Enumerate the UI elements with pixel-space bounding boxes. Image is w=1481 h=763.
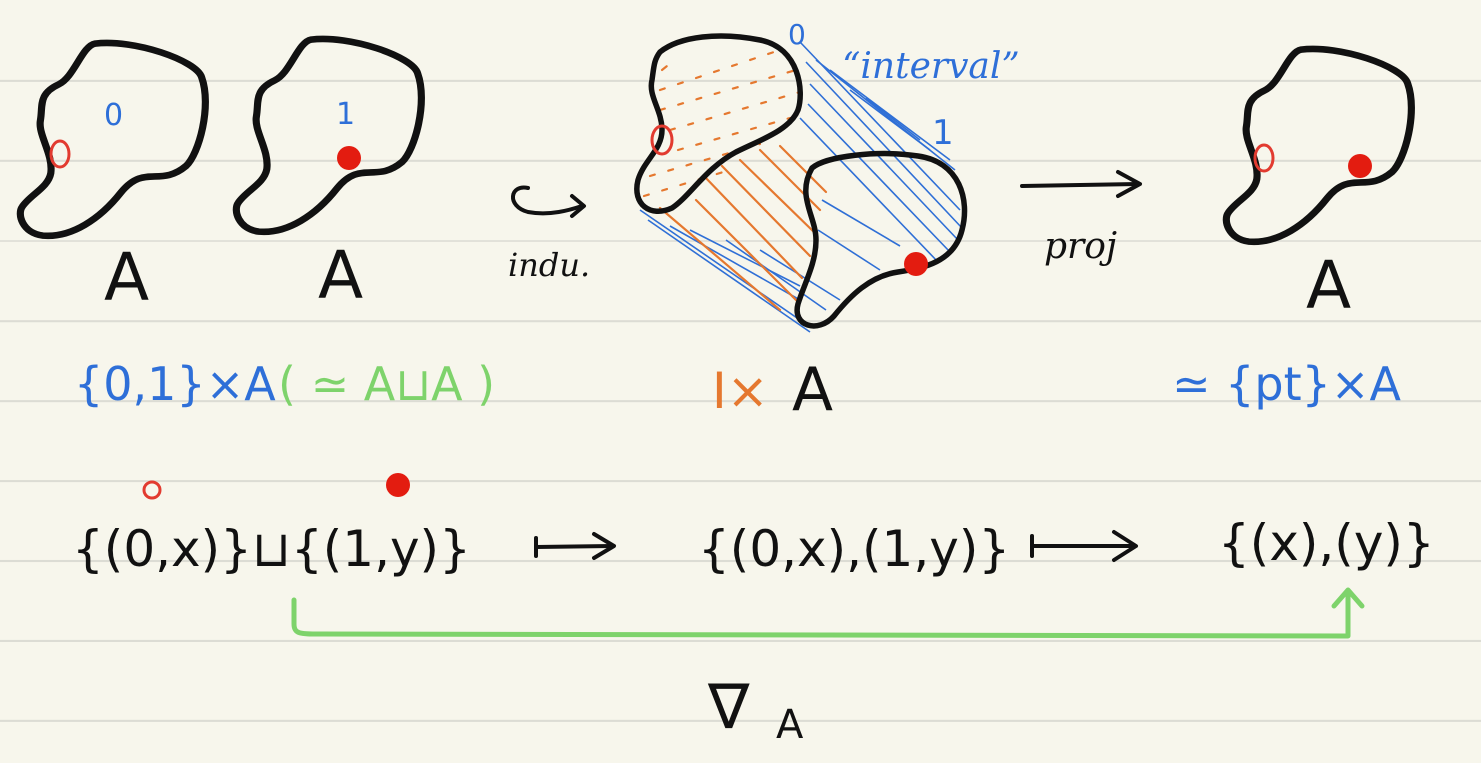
inclusion-label: indu. <box>508 246 590 284</box>
orange-hatching <box>642 48 828 312</box>
inclusion-arrow <box>511 185 586 218</box>
interval-end-one: 1 <box>932 113 954 153</box>
codiagonal-subscript: A <box>776 702 804 748</box>
closed-point-marker <box>386 473 410 497</box>
cylinder-back-face <box>634 33 803 214</box>
formula-pt-times-a: ≃ {pt}×A <box>1172 357 1401 411</box>
expr-disjoint-union: {(0,x)}⊔{(1,y)} <box>72 520 471 578</box>
open-point-marker <box>1253 143 1275 173</box>
label-one: 1 <box>336 97 355 132</box>
interval-label: “interval” <box>842 46 1020 87</box>
cylinder-ixa <box>634 33 968 333</box>
projection-label: proj <box>1044 226 1117 267</box>
interval-end-zero: 0 <box>788 18 806 51</box>
projection-arrow <box>1020 170 1142 198</box>
formula-zero-one-times-a: {0,1}×A <box>74 357 276 411</box>
formula-interval-times: I× <box>712 362 769 420</box>
label-zero: 0 <box>104 98 123 133</box>
blob-a-0: 0 <box>20 43 205 236</box>
open-point-marker <box>142 480 162 500</box>
blob-a-0-name: A <box>104 239 149 316</box>
closed-point-marker <box>1348 154 1372 178</box>
open-point-marker <box>49 139 71 169</box>
expr-pairs: {(0,x),(1,y)} <box>698 520 1010 578</box>
formula-a: A <box>792 355 833 425</box>
codiagonal-symbol: ∇ <box>707 670 750 743</box>
closed-point-marker <box>904 252 928 276</box>
blob-a-projected-name: A <box>1306 247 1351 324</box>
blob-a-1-name: A <box>318 237 363 314</box>
maps-to-arrow-2 <box>1030 530 1138 562</box>
blob-a-projected <box>1226 49 1411 242</box>
blob-a-1: 1 <box>236 39 421 232</box>
open-point-marker <box>650 124 674 156</box>
maps-to-arrow-1 <box>534 532 616 560</box>
closed-point-marker <box>337 146 361 170</box>
codiagonal-arrow <box>291 587 1365 639</box>
cylinder-front-face <box>794 150 968 329</box>
formula-a-coproduct-a: ( ≃ A⊔A ) <box>278 357 495 411</box>
expr-projected: {(x),(y)} <box>1218 514 1435 572</box>
